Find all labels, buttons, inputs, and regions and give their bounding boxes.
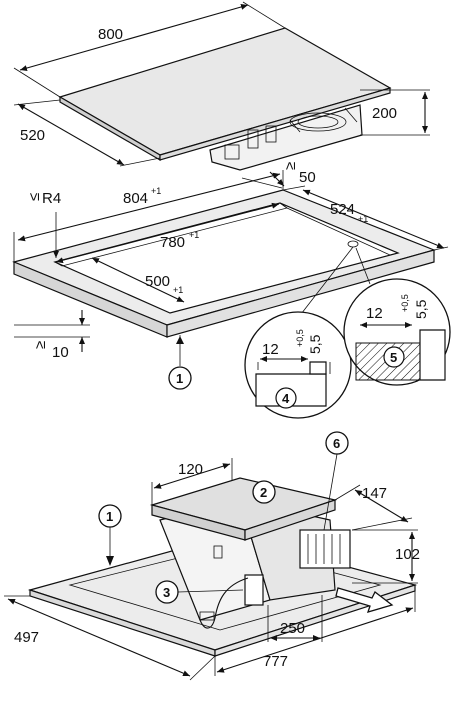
- detail-5-width: 12: [366, 305, 383, 322]
- callout-6-label: 6: [333, 436, 340, 451]
- label-min-front: 50: [299, 169, 316, 186]
- label-250: 250: [280, 620, 305, 637]
- callout-1-bottom: 1: [98, 504, 122, 566]
- dim-thickness: ≥ 10: [14, 310, 90, 361]
- dim-800: 800: [13, 1, 286, 98]
- label-102: 102: [395, 546, 420, 563]
- label-thickness: 10: [52, 344, 69, 361]
- detail-4-width: 12: [262, 341, 279, 358]
- callout-3: 3: [155, 580, 244, 604]
- callout-1-bottom-label: 1: [106, 509, 113, 524]
- detail-4-depth: 5,5: [307, 334, 323, 354]
- label-777: 777: [263, 653, 288, 670]
- dim-min-front: ≥ 50: [241, 162, 316, 189]
- hob-drawing: [58, 27, 392, 171]
- label-497: 497: [14, 629, 39, 646]
- label-524: 524: [330, 201, 355, 218]
- dim-780: 780 +1: [55, 202, 280, 264]
- callout-2: 2: [252, 480, 276, 504]
- callout-2-label: 2: [260, 485, 267, 500]
- dim-200: 200: [360, 89, 430, 136]
- label-500: 500: [145, 273, 170, 290]
- label-200: 200: [372, 105, 397, 122]
- installed-drawing: [27, 477, 418, 657]
- leader-detail-5: [355, 247, 371, 285]
- label-120: 120: [178, 461, 203, 478]
- detail-5: 12 +0,5 5,5 5: [343, 278, 451, 386]
- detail-5-depth: 5,5: [413, 299, 429, 319]
- dim-147: 147: [334, 484, 413, 531]
- detail-4-tol: +0,5: [295, 329, 305, 347]
- callout-1-top-label: 1: [176, 371, 183, 386]
- label-780-tol: +1: [189, 230, 199, 240]
- dim-497: 497: [4, 595, 216, 681]
- detail-4: 12 +0,5 5,5 4: [244, 311, 352, 419]
- label-804: 804: [123, 190, 148, 207]
- label-radius: R4: [42, 190, 61, 207]
- callout-1-top: 1: [168, 335, 192, 390]
- dim-120: 120: [151, 458, 233, 505]
- label-800: 800: [98, 26, 123, 43]
- dim-777: 777: [214, 591, 416, 676]
- label-520: 520: [20, 127, 45, 144]
- label-804-tol: +1: [151, 186, 161, 196]
- dim-102: 102: [352, 529, 420, 584]
- dim-524: 524 +1: [282, 185, 449, 251]
- detail-4-label: 4: [282, 391, 290, 406]
- callout-6: 6: [323, 431, 349, 531]
- callout-3-label: 3: [163, 585, 170, 600]
- label-radius-prefix: ≤: [26, 193, 43, 201]
- label-min-front-prefix: ≥: [282, 162, 299, 170]
- dim-radius: ≤ R4: [26, 190, 61, 258]
- label-147: 147: [362, 485, 387, 502]
- leader-detail-4: [297, 246, 354, 319]
- detail-5-tol: +0,5: [400, 294, 410, 312]
- label-780: 780: [160, 234, 185, 251]
- detail-5-label: 5: [390, 350, 397, 365]
- label-thickness-prefix: ≥: [32, 341, 49, 349]
- label-500-tol: +1: [173, 285, 183, 295]
- dim-500: 500 +1: [91, 257, 185, 303]
- dim-520: 520: [13, 99, 161, 167]
- label-524-tol: +1: [358, 214, 368, 224]
- dim-804: 804 +1: [13, 170, 284, 262]
